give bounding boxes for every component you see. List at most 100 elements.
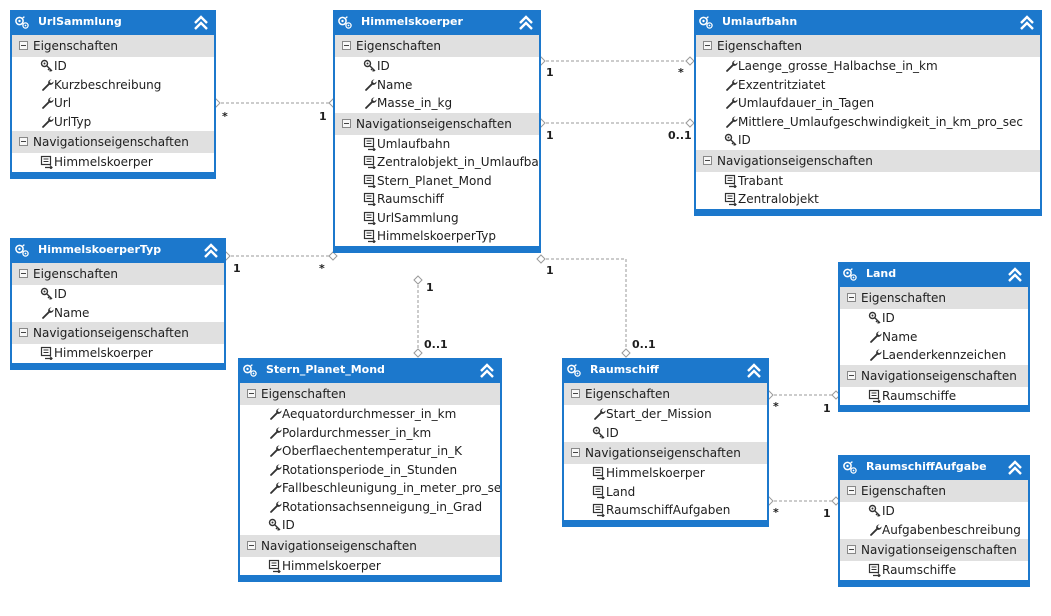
collapse-toggle-icon[interactable] (342, 118, 351, 128)
properties-section-header[interactable]: Eigenschaften (696, 35, 1040, 57)
association-line[interactable] (541, 258, 627, 353)
property-id[interactable]: ID (840, 309, 1028, 328)
property-label: ID (377, 59, 390, 73)
collapse-toggle-icon[interactable] (847, 293, 856, 302)
property-id[interactable]: ID (335, 57, 539, 76)
collapse-toggle-icon[interactable] (847, 370, 856, 380)
property-rotationsperiode-in-stunden[interactable]: Rotationsperiode_in_Stunden (240, 461, 500, 480)
navigation-section-header[interactable]: Navigationseigenschaften (840, 539, 1028, 561)
entity-header[interactable]: HimmelskoerperTyp (10, 238, 226, 263)
navigation-property-himmelskoerper[interactable]: Himmelskoerper (240, 557, 500, 576)
property-rotationsachsenneigung-in-grad[interactable]: Rotationsachsenneigung_in_Grad (240, 498, 500, 517)
properties-section-header[interactable]: Eigenschaften (335, 35, 539, 57)
collapse-toggle-icon[interactable] (19, 41, 28, 50)
property-exzentritziatet[interactable]: Exzentritziatet (696, 76, 1040, 95)
navigation-property-himmelskoerper[interactable]: Himmelskoerper (12, 153, 214, 172)
property-masse-in-kg[interactable]: Masse_in_kg (335, 94, 539, 113)
navigation-property-raumschiffe[interactable]: Raumschiffe (840, 387, 1028, 406)
entity-header[interactable]: Land (838, 262, 1030, 287)
properties-section-header[interactable]: Eigenschaften (12, 35, 214, 57)
entity-title: HimmelskoerperTyp (38, 243, 162, 256)
collapse-toggle-icon[interactable] (342, 41, 351, 50)
navigation-property-raumschiff[interactable]: Raumschiff (335, 190, 539, 209)
navigation-property-trabant[interactable]: Trabant (696, 172, 1040, 191)
property-id[interactable]: ID (564, 424, 767, 443)
property-label: Rotationsachsenneigung_in_Grad (282, 499, 483, 514)
navigation-property-land[interactable]: Land (564, 483, 767, 502)
collapse-toggle-icon[interactable] (571, 389, 580, 398)
property-url[interactable]: Url (12, 94, 214, 113)
property-urltyp[interactable]: UrlTyp (12, 113, 214, 132)
property-laenge-grosse-halbachse-in-km[interactable]: Laenge_grosse_Halbachse_in_km (696, 57, 1040, 76)
navigation-property-umlaufbahn[interactable]: Umlaufbahn (335, 135, 539, 154)
collapse-toggle-icon[interactable] (703, 41, 712, 50)
navigation-section-header[interactable]: Navigationseigenschaften (564, 442, 767, 464)
collapse-toggle-icon[interactable] (571, 448, 580, 457)
property-name[interactable]: Name (335, 76, 539, 95)
navigation-section-header[interactable]: Navigationseigenschaften (696, 149, 1040, 172)
entity-header[interactable]: Umlaufbahn (694, 10, 1042, 35)
property-kurzbeschreibung[interactable]: Kurzbeschreibung (12, 76, 214, 95)
property-id[interactable]: ID (12, 285, 224, 304)
property-name[interactable]: Name (840, 328, 1028, 347)
properties-section-header[interactable]: Eigenschaften (840, 480, 1028, 502)
collapse-toggle-icon[interactable] (247, 389, 256, 398)
entity-header[interactable]: Himmelskoerper (333, 10, 541, 35)
property-oberflaechentemperatur-in-k[interactable]: Oberflaechentemperatur_in_K (240, 442, 500, 461)
navigation-section-header[interactable]: Navigationseigenschaften (840, 364, 1028, 387)
properties-section-header[interactable]: Eigenschaften (240, 383, 500, 405)
property-name[interactable]: Name (12, 304, 224, 323)
navigation-property-raumschiffaufgaben[interactable]: RaumschiffAufgaben (564, 501, 767, 520)
property-mittlere-umlaufgeschwindigkeit-in-km-pro-sec[interactable]: Mittlere_Umlaufgeschwindigkeit_in_km_pro… (696, 113, 1040, 132)
collapse-toggle-icon[interactable] (19, 269, 28, 278)
navigation-property-urlsammlung[interactable]: UrlSammlung (335, 209, 539, 228)
navigation-property-himmelskoerpertyp[interactable]: HimmelskoerperTyp (335, 227, 539, 246)
navigation-property-zentralobjekt[interactable]: Zentralobjekt (696, 190, 1040, 209)
entity-header[interactable]: UrlSammlung (10, 10, 216, 35)
collapse-toggle-icon[interactable] (247, 540, 256, 550)
navigation-property-himmelskoerper[interactable]: Himmelskoerper (12, 344, 224, 363)
entity-title: Raumschiff (590, 363, 659, 376)
collapse-toggle-icon[interactable] (19, 137, 28, 146)
navigation-section-header[interactable]: Navigationseigenschaften (12, 131, 214, 153)
collapse-toggle-icon[interactable] (703, 155, 712, 165)
properties-section-header[interactable]: Eigenschaften (12, 263, 224, 285)
property-polardurchmesser-in-km[interactable]: Polardurchmesser_in_km (240, 424, 500, 443)
navigation-property-stern-planet-mond[interactable]: Stern_Planet_Mond (335, 172, 539, 191)
entity-header[interactable]: RaumschiffAufgabe (838, 455, 1030, 480)
property-id[interactable]: ID (696, 131, 1040, 150)
collapse-toggle-icon[interactable] (847, 486, 856, 495)
property-laenderkennzeichen[interactable]: Laenderkennzeichen (840, 346, 1028, 365)
property-start-der-mission[interactable]: Start_der_Mission (564, 405, 767, 424)
navigation-property-label: Trabant (738, 173, 784, 188)
navigation-property-himmelskoerper[interactable]: Himmelskoerper (564, 464, 767, 483)
navigation-property-raumschiffe[interactable]: Raumschiffe (840, 561, 1028, 580)
multiplicity-label: 1 (823, 402, 831, 415)
navigation-section-header[interactable]: Navigationseigenschaften (240, 534, 500, 557)
entity-header[interactable]: Stern_Planet_Mond (238, 358, 502, 383)
multiplicity-label: 1 (426, 281, 434, 294)
properties-section-header[interactable]: Eigenschaften (564, 383, 767, 405)
property-id[interactable]: ID (240, 516, 500, 535)
properties-section-header[interactable]: Eigenschaften (840, 287, 1028, 309)
property-umlaufdauer-in-tagen[interactable]: Umlaufdauer_in_Tagen (696, 94, 1040, 113)
navigation-section-header[interactable]: Navigationseigenschaften (12, 322, 224, 344)
property-aequatordurchmesser-in-km[interactable]: Aequatordurchmesser_in_km (240, 405, 500, 424)
property-id[interactable]: ID (12, 57, 214, 76)
property-fallbeschleunigung-in-meter-pro-sec[interactable]: Fallbeschleunigung_in_meter_pro_sec (240, 479, 500, 498)
entity-header[interactable]: Raumschiff (562, 358, 769, 383)
collapse-toggle-icon[interactable] (19, 328, 28, 337)
property-aufgabenbeschreibung[interactable]: Aufgabenbeschreibung (840, 521, 1028, 540)
navigation-property-zentralobjekt-in-umlaufba[interactable]: Zentralobjekt_in_Umlaufba... (335, 153, 539, 172)
navigation-section-header[interactable]: Navigationseigenschaften (335, 112, 539, 135)
collapse-toggle-icon[interactable] (847, 545, 856, 554)
property-id[interactable]: ID (840, 502, 1028, 521)
